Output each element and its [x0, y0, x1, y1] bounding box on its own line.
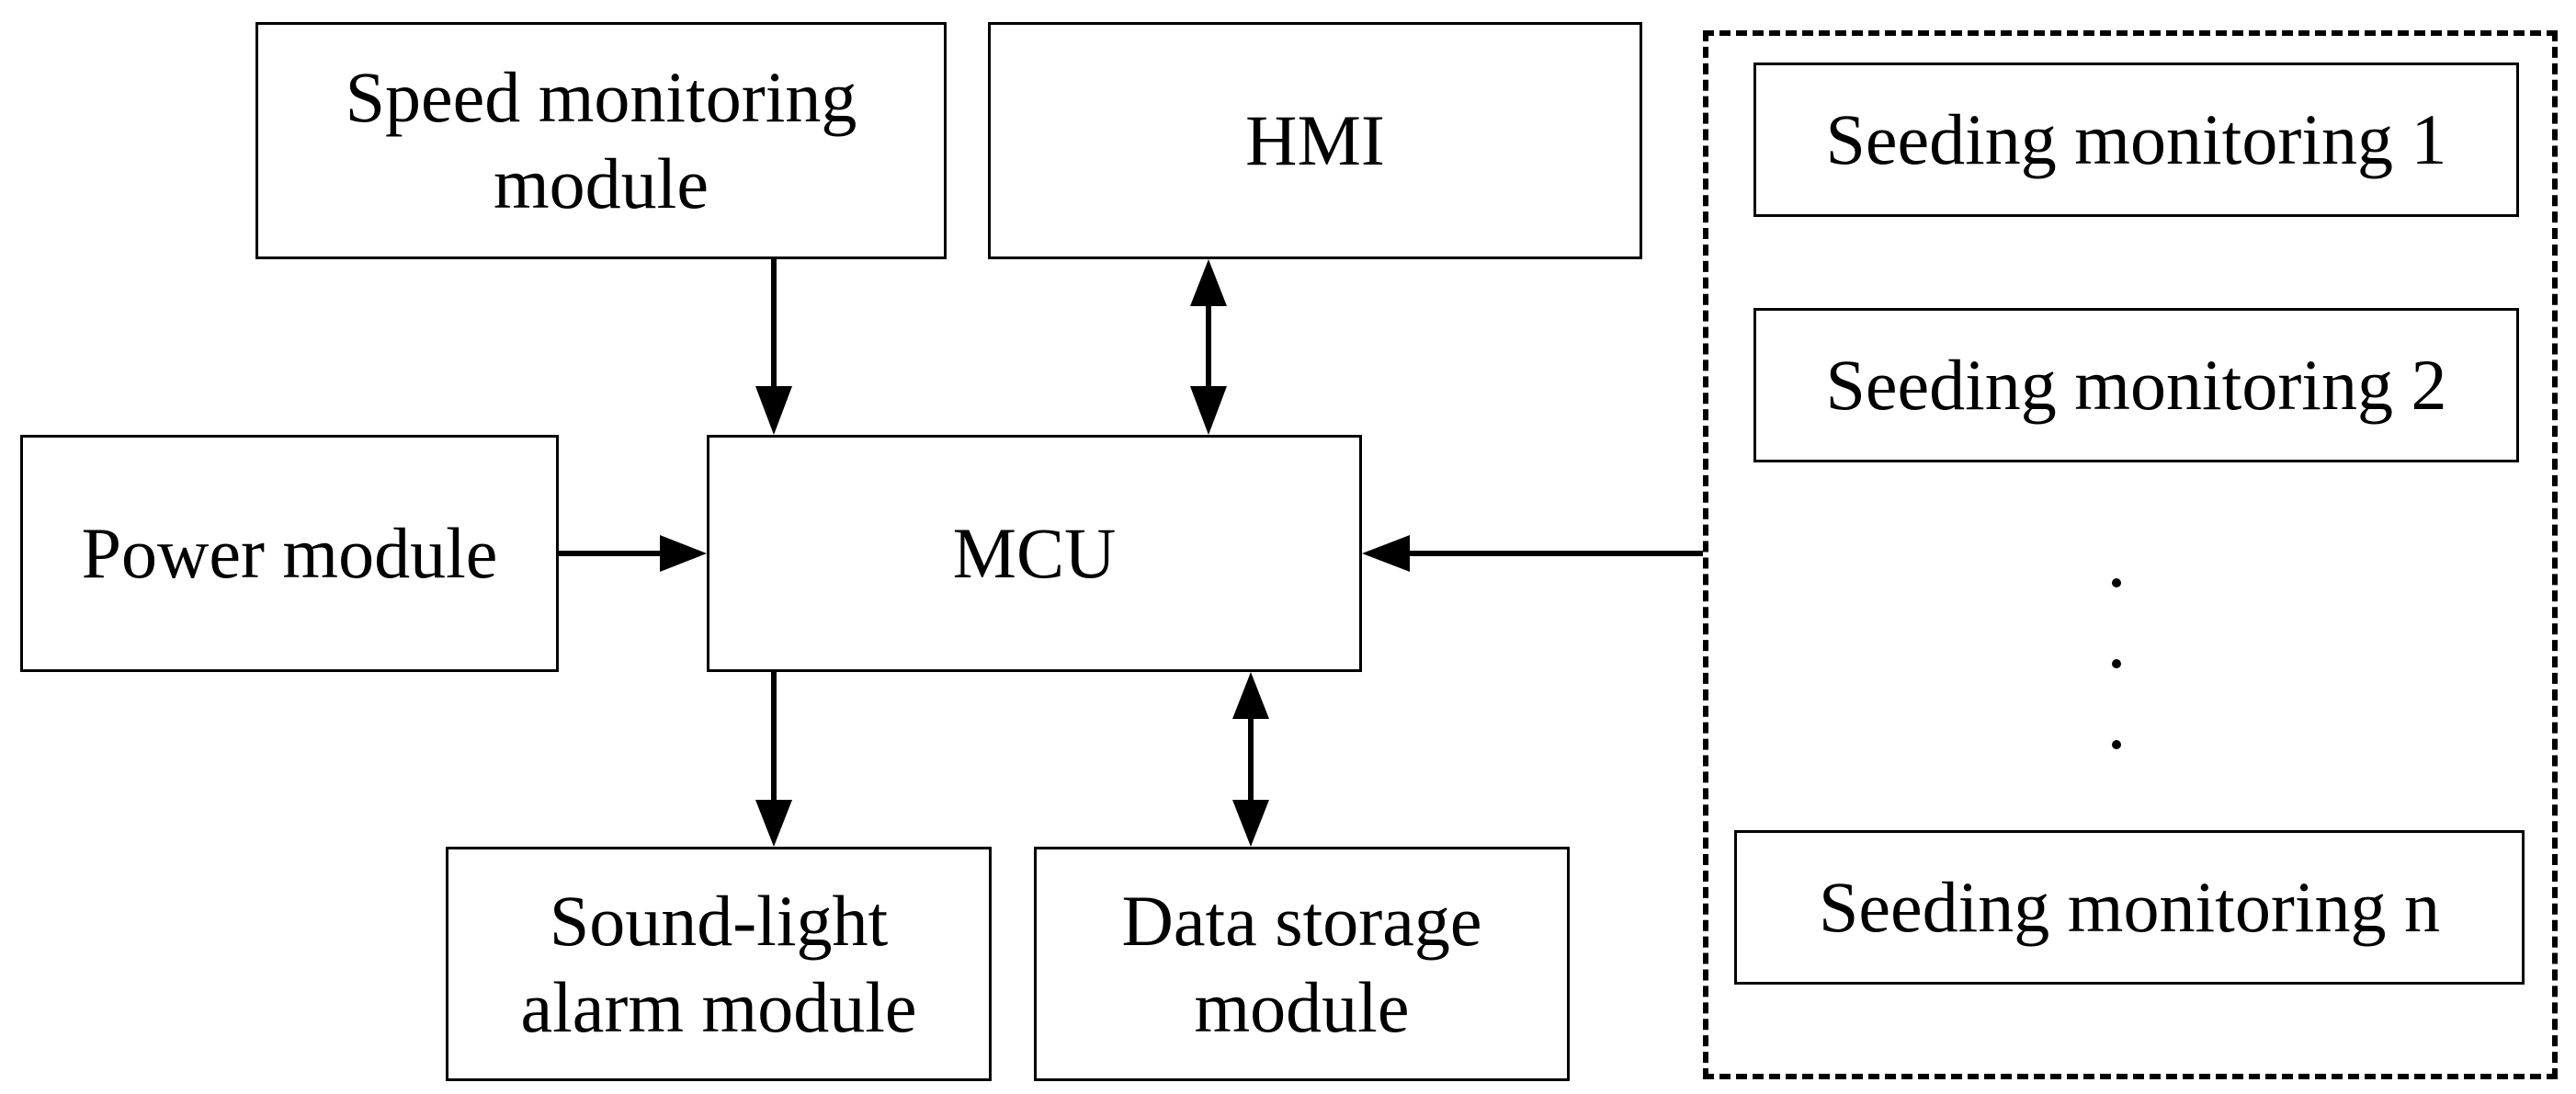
seeding-monitoring-group	[1703, 30, 2558, 1079]
mcu-label: MCU	[952, 513, 1117, 593]
mcu-end-arrowhead-bottom	[1232, 672, 1269, 719]
seeding-to-mcu-arrowhead	[1362, 535, 1410, 572]
power-module-box: Power module	[20, 435, 559, 672]
seeding-monitoring-1-box: Seeding monitoring 1	[1753, 63, 2519, 217]
hmi-box: HMI	[988, 22, 1642, 259]
mcu-box: MCU	[707, 435, 1362, 672]
data-storage-module-label: Data storage module	[1121, 880, 1482, 1047]
ellipsis-dot-1	[2112, 578, 2121, 587]
seeding-monitoring-n-label: Seeding monitoring n	[1819, 867, 2440, 947]
speed-to-mcu-arrowhead	[755, 386, 792, 435]
hmi-label: HMI	[1245, 100, 1385, 180]
data-storage-module-box: Data storage module	[1034, 847, 1570, 1081]
hmi-end-arrowhead	[1190, 259, 1227, 306]
speed-monitoring-module-box: Speed monitoring module	[255, 22, 947, 259]
seeding-monitoring-2-box: Seeding monitoring 2	[1753, 308, 2519, 462]
mcu-to-alarm-arrowhead	[755, 800, 792, 847]
speed-monitoring-module-label: Speed monitoring module	[345, 57, 857, 223]
sound-light-alarm-module-box: Sound-light alarm module	[446, 847, 992, 1081]
mcu-end-arrowhead-top	[1190, 386, 1227, 435]
seeding-monitoring-1-label: Seeding monitoring 1	[1825, 99, 2447, 179]
storage-end-arrowhead	[1232, 800, 1269, 847]
seeding-monitoring-2-label: Seeding monitoring 2	[1825, 345, 2447, 425]
ellipsis-dot-2	[2112, 659, 2121, 668]
power-module-label: Power module	[81, 513, 498, 593]
ellipsis-dot-3	[2112, 740, 2121, 749]
power-to-mcu-arrowhead	[660, 535, 707, 572]
sound-light-alarm-module-label: Sound-light alarm module	[520, 880, 917, 1047]
seeding-monitoring-n-box: Seeding monitoring n	[1734, 830, 2525, 985]
